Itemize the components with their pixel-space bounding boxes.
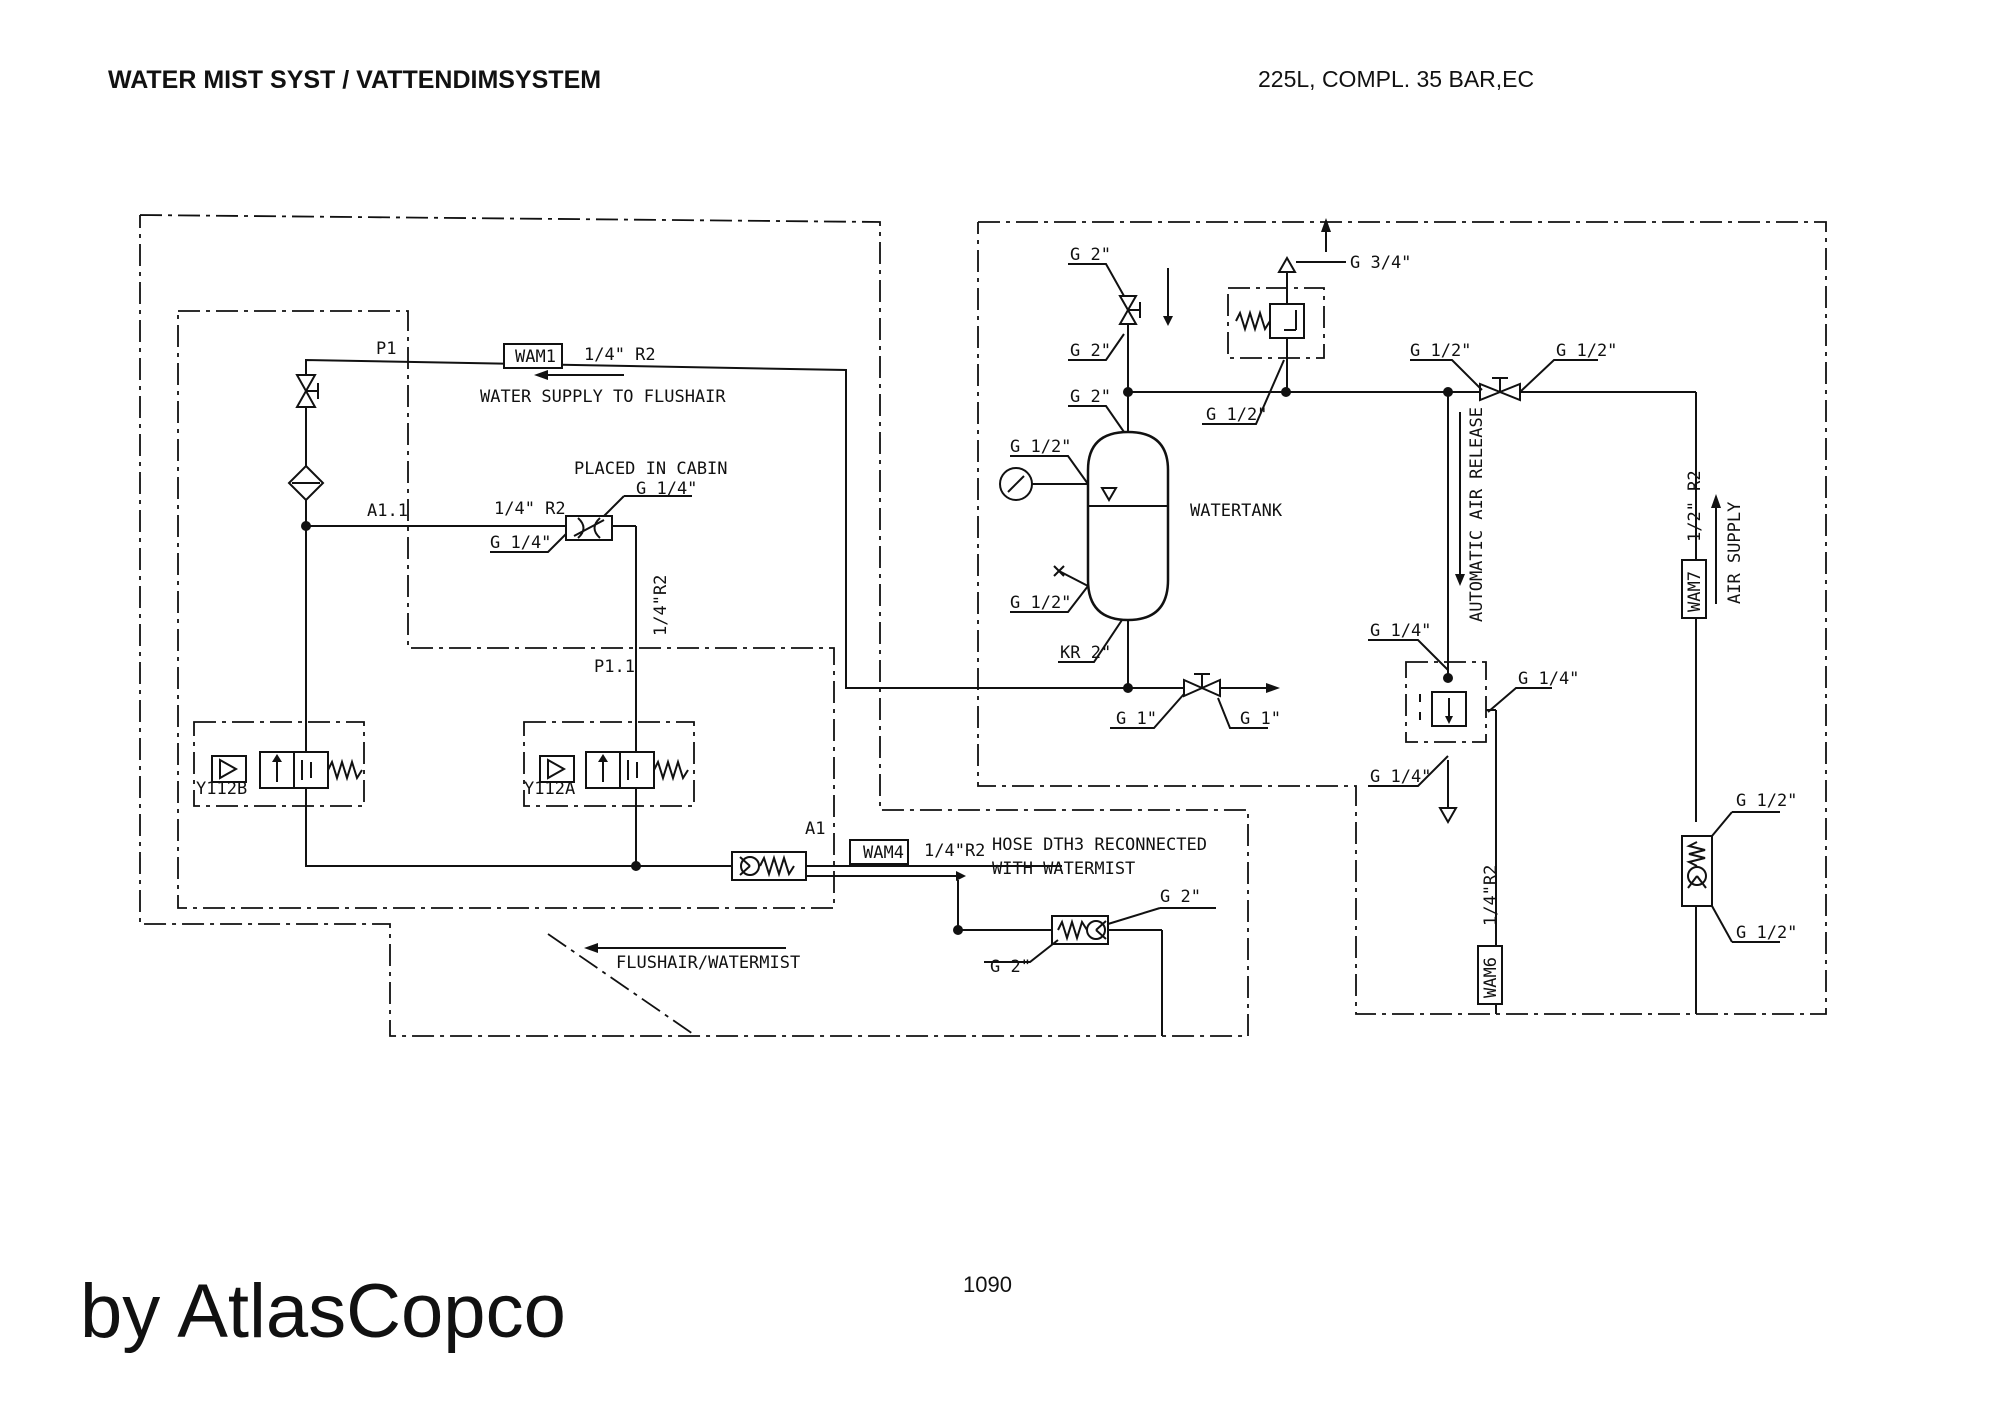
label-air-supply: AIR SUPPLY <box>1725 502 1745 604</box>
label-y112a: Y112A <box>524 779 575 799</box>
fill-valve-icon <box>1118 218 1331 326</box>
label-g14-throttle-in: G 1/4" <box>490 533 551 553</box>
outer-boundary-left <box>139 214 1249 1037</box>
outer-boundary-right <box>977 221 1827 1015</box>
label-p11-hose: 1/4"R2 <box>651 575 671 636</box>
label-water-supply: WATER SUPPLY TO FLUSHAIR <box>480 387 726 407</box>
auto-air-release-line <box>1438 392 1465 825</box>
main-water-line <box>1127 296 1697 1014</box>
label-hose-line2: WITH WATERMIST <box>992 859 1135 879</box>
check-valve-g2 <box>1051 915 1109 945</box>
page-number: 1090 <box>963 1272 1012 1297</box>
water-supply-line <box>305 358 1136 867</box>
label-wam4: WAM4 <box>863 843 904 863</box>
label-g2-check-in: G 2" <box>990 957 1031 977</box>
throttle-valve-icon <box>565 515 613 541</box>
air-supply-arrow <box>1711 494 1721 604</box>
label-kr2: KR 2" <box>1060 643 1111 663</box>
air-valve-icon <box>1479 377 1521 402</box>
diagram-title: WATER MIST SYST / VATTENDIMSYSTEM <box>108 66 602 94</box>
label-g2-fill-bottom: G 2" <box>1070 341 1111 361</box>
diagram-spec: 225L, COMPL. 35 BAR,EC <box>1258 66 1535 92</box>
label-wam6-spec: 1/4"R2 <box>1481 865 1501 926</box>
solenoid-valve-y112a <box>523 721 695 807</box>
label-placed-in-cabin: PLACED IN CABIN <box>574 459 728 479</box>
check-valve-air-supply <box>1681 835 1713 907</box>
label-g12-valve-left: G 1/2" <box>1410 341 1471 361</box>
wam6-tag <box>1477 945 1503 1005</box>
label-wam7-spec: 1/2" R2 <box>1685 470 1705 542</box>
label-wam1-spec: 1/4" R2 <box>584 345 656 365</box>
check-valve-a1 <box>731 851 807 881</box>
slant-boundary <box>547 933 697 1037</box>
label-g2-check-out: G 2" <box>1160 887 1201 907</box>
junction-dot <box>631 861 641 871</box>
label-p11: P1.1 <box>594 657 635 677</box>
label-g2-tank-top: G 2" <box>1070 387 1111 407</box>
label-watertank: WATERTANK <box>1190 501 1283 521</box>
label-y112b: Y112B <box>196 779 247 799</box>
label-g1-right: G 1" <box>1240 709 1281 729</box>
solenoid-valve-y112b <box>193 721 365 807</box>
label-a11: A1.1 <box>367 501 408 521</box>
ball-valve-icon <box>295 374 319 408</box>
label-hose-line1: HOSE DTH3 RECONNECTED <box>992 835 1207 855</box>
wam7-tag <box>1681 559 1707 619</box>
label-g12-drain: G 1/2" <box>1010 593 1071 613</box>
label-g34: G 3/4" <box>1350 253 1411 273</box>
label-wam6: WAM6 <box>1481 957 1501 998</box>
drain-plug-icon <box>1053 565 1089 587</box>
fitting-leaders <box>490 261 1780 963</box>
label-g12-check-bottom: G 1/2" <box>1736 923 1797 943</box>
wam1-tag <box>503 343 563 369</box>
label-g14-release-out: G 1/4" <box>1518 669 1579 689</box>
label-g14-release-in: G 1/4" <box>1370 621 1431 641</box>
junction-dot <box>1123 387 1133 397</box>
brand-caption: by AtlasCopco <box>80 1269 566 1354</box>
wam4-line <box>806 871 1163 1036</box>
junction-dot <box>1123 683 1133 693</box>
junction-dot <box>953 925 963 935</box>
label-flushair: FLUSHAIR/WATERMIST <box>616 953 800 973</box>
relief-valve-icon <box>1227 255 1325 392</box>
label-g12-gauge: G 1/2" <box>1010 437 1071 457</box>
label-g1-left: G 1" <box>1116 709 1157 729</box>
wam4-tag <box>849 839 909 865</box>
watertank-icon <box>1086 430 1170 622</box>
water-supply-arrow <box>534 370 624 380</box>
drain-valve-icon <box>1183 673 1221 698</box>
label-a1: A1 <box>805 819 825 839</box>
label-g12-check-top: G 1/2" <box>1736 791 1797 811</box>
label-auto-air-release: AUTOMATIC AIR RELEASE <box>1467 407 1487 622</box>
label-wam7: WAM7 <box>1685 571 1705 612</box>
label-g12-valve-right: G 1/2" <box>1556 341 1617 361</box>
inner-boundary-left <box>177 310 835 909</box>
label-p1: P1 <box>376 339 396 359</box>
label-wam1: WAM1 <box>515 347 556 367</box>
label-throttle-spec: 1/4" R2 <box>494 499 566 519</box>
label-wam4-spec: 1/4"R2 <box>924 841 985 861</box>
label-g2-fill-top: G 2" <box>1070 245 1111 265</box>
flushair-arrow <box>584 943 786 953</box>
label-g14-release-drain: G 1/4" <box>1370 767 1431 787</box>
filter-icon <box>287 464 325 502</box>
label-g14-throttle-out: G 1/4" <box>636 479 697 499</box>
pressure-gauge-icon <box>999 467 1088 501</box>
label-g12-relief: G 1/2" <box>1206 405 1267 425</box>
